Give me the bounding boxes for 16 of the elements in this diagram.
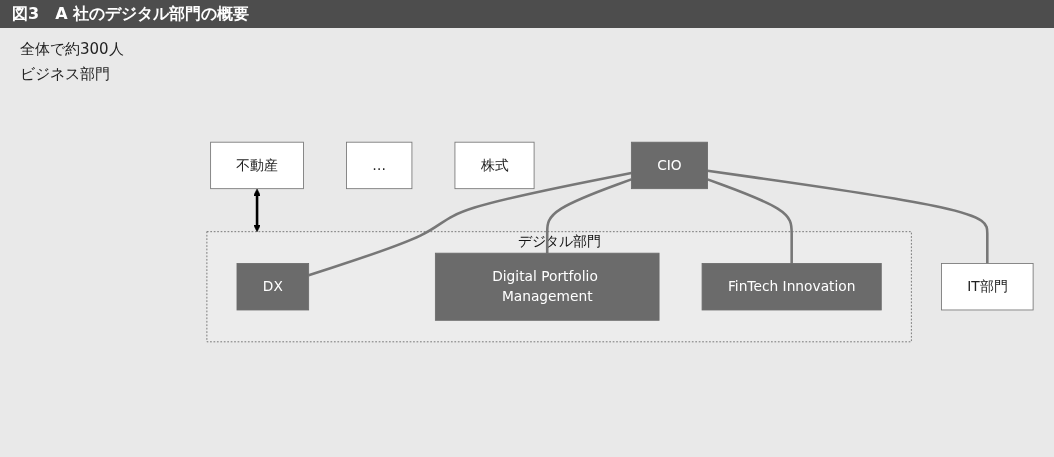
node-box: DX	[236, 263, 310, 311]
node-box: CIO	[630, 141, 708, 190]
diagram-title: 図3 A 社のデジタル部門の概要	[0, 0, 1054, 28]
node-box: Digital Portfolio Management	[434, 252, 660, 321]
connector	[707, 169, 989, 264]
connector	[308, 171, 632, 277]
connector	[545, 178, 632, 254]
node-box: FinTech Innovation	[701, 263, 882, 311]
note-text: ビジネス部門	[20, 65, 111, 84]
connector	[707, 178, 793, 264]
note-text: 全体で約300人	[20, 40, 124, 59]
node-box: …	[346, 141, 413, 190]
arrow	[253, 188, 261, 232]
node-box: IT部門	[941, 263, 1034, 311]
node-box: 不動産	[210, 141, 304, 190]
node-box: 株式	[454, 141, 535, 190]
